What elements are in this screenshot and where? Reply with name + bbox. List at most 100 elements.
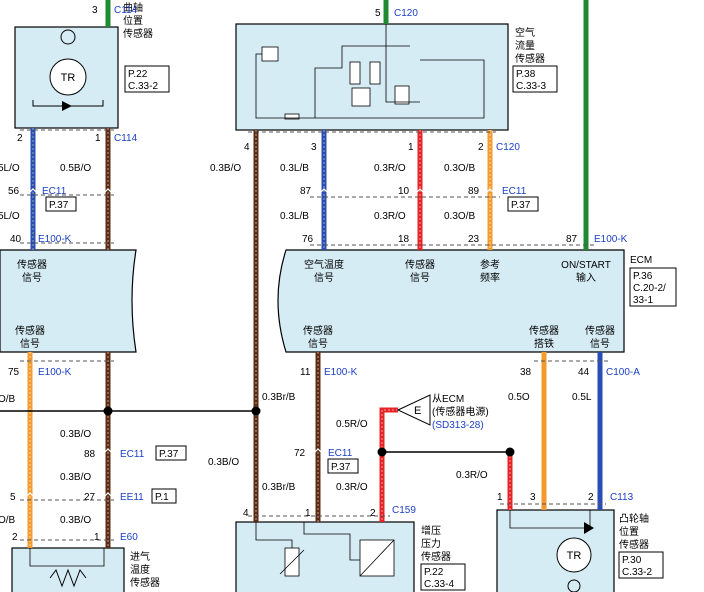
pref-p37-c: P.37 <box>159 449 179 460</box>
ecm-top-label-1a: 空气温度 <box>304 258 344 271</box>
connector-chevrons <box>24 188 496 499</box>
wlbl-03b-o-a: 0.3B/O <box>210 163 241 174</box>
wlbl-03br-b-b: 0.3Br/B <box>262 482 296 493</box>
pin-ckp-1: 1 <box>95 133 101 144</box>
iat-name-1: 进气 <box>130 550 150 563</box>
pref-box-c <box>155 445 187 461</box>
pin-ec-72: 72 <box>294 448 306 459</box>
iat-internal-line <box>29 548 105 567</box>
pin-cmp-1: 1 <box>497 492 503 503</box>
conn-ec11-a: EC11 <box>42 186 67 197</box>
ecm-bottom-label-2a: 传感器 <box>529 324 559 337</box>
maf-ref-box <box>512 65 558 93</box>
wlbl-05o: 0.5O <box>508 392 530 403</box>
boost-internal-b <box>303 522 360 561</box>
pref-box-d <box>327 458 359 474</box>
maf-name-3: 传感器 <box>515 52 545 65</box>
conn-c113: C113 <box>610 492 634 503</box>
wlbl-03br-b-a: 0.3Br/B <box>262 392 296 403</box>
pin-ec-89: 89 <box>468 186 480 197</box>
ecm-ref-box <box>629 267 677 307</box>
ecm-power-symbol: E <box>414 405 421 417</box>
pin-ec-88: 88 <box>84 449 96 460</box>
ecm-right-box <box>277 249 625 353</box>
wlbl-03l-b-b: 0.3L/B <box>280 211 309 222</box>
boost-pressure-diag <box>359 539 395 577</box>
wlbl-03b-o-e: 0.3B/O <box>208 457 239 468</box>
pin-e-11: 11 <box>300 367 311 378</box>
conn-ec11-c: EC11 <box>120 449 145 460</box>
pref-p1: P.1 <box>155 492 169 503</box>
maf-ref-1: P.38 <box>516 69 536 80</box>
ecm-top-label-1b: 信号 <box>314 272 334 284</box>
pin-ec-87a: 87 <box>300 186 312 197</box>
maf-internal-c <box>369 61 381 85</box>
pref-box-e <box>151 488 177 504</box>
pin-maf-top: 5 <box>375 8 381 19</box>
ecm-bottom-label-1a: 传感器 <box>303 324 333 337</box>
ckp-name-1: 曲轴 <box>123 1 143 14</box>
ecm-power-ref: (SD313-28) <box>432 420 484 431</box>
cmp-internal-line <box>509 510 591 529</box>
ecm-left-bottom-1: 传感器 <box>15 324 45 337</box>
wlbl-03r-o-d: 0.3R/O <box>456 470 488 481</box>
boost-name-1: 增压 <box>421 524 441 537</box>
pref-box-a <box>45 196 77 212</box>
wlbl-05l-o-b: 5L/O <box>0 211 20 222</box>
pin-cmp-2: 2 <box>588 492 594 503</box>
wlbl-03r-o-a: 0.3R/O <box>374 163 406 174</box>
boost-ref-1: P.22 <box>424 567 444 578</box>
ecm-left-top-2: 信号 <box>22 272 42 284</box>
ckp-ref-box <box>124 65 170 93</box>
pin-e60-1: 1 <box>94 532 100 543</box>
ecm-ref-1: P.36 <box>633 271 653 282</box>
ckp-tr-circle <box>49 58 87 96</box>
boost-ref-2: C.33-4 <box>424 579 454 590</box>
maf-name-2: 流量 <box>515 39 535 52</box>
pin-ee-27: 27 <box>84 492 96 503</box>
splice-dot-left <box>103 406 113 416</box>
iat-resistor-icon <box>49 568 87 588</box>
boost-name-3: 传感器 <box>421 550 451 563</box>
pin-e-38: 38 <box>520 367 532 378</box>
maf-name-1: 空气 <box>515 26 535 39</box>
pin-ec-10: 10 <box>398 186 410 197</box>
conn-c120-top: C120 <box>394 8 418 19</box>
conn-e100k-a: E100-K <box>38 234 72 245</box>
ckp-ref-2: C.33-2 <box>128 81 158 92</box>
ecm-left-top-1: 传感器 <box>17 258 47 271</box>
conn-e100k-b: E100-K <box>594 234 628 245</box>
ecm-bottom-label-3b: 信号 <box>590 338 610 350</box>
ecm-top-label-4a: ON/START <box>561 260 611 271</box>
ckp-tr-symbol: TR <box>61 72 76 84</box>
pref-box-b <box>507 196 539 212</box>
ecm-ref-2: C.20-2/ <box>633 283 666 294</box>
pin-cmp-3: 3 <box>530 492 536 503</box>
maf-internal-d <box>351 87 371 107</box>
pin-e60-2: 2 <box>12 532 18 543</box>
ecm-ref-3: 33-1 <box>633 295 653 306</box>
conn-ee11: EE11 <box>120 492 144 503</box>
pin-e-23: 23 <box>468 234 480 245</box>
pin-ckp-top: 3 <box>92 5 98 16</box>
ckp-coil-symbol <box>60 29 76 45</box>
wire-red-boost-2-stripe <box>381 409 398 522</box>
cmp-sensor-box <box>496 509 615 592</box>
cmp-tr-symbol: TR <box>567 550 582 562</box>
conn-c100a: C100-A <box>606 367 640 378</box>
wlbl-03b-o-c: 0.3B/O <box>60 472 91 483</box>
wlbl-03o-b-b: 0.3O/B <box>444 211 475 222</box>
conn-e100k-c: E100-K <box>38 367 72 378</box>
maf-internal-a <box>261 46 279 62</box>
iat-name-2: 温度 <box>130 563 150 576</box>
pin-bp-2: 2 <box>370 508 376 519</box>
pin-e-44: 44 <box>578 367 590 378</box>
splice-dot-supply-b <box>505 447 515 457</box>
splice-dot-supply-a <box>377 447 387 457</box>
pref-p37-d: P.37 <box>331 462 351 473</box>
wlbl-03r-o-b: 0.3R/O <box>374 211 406 222</box>
boost-name-2: 压力 <box>421 537 441 550</box>
pin-bp-1: 1 <box>305 508 311 519</box>
cmp-name-2: 位置 <box>619 525 639 538</box>
